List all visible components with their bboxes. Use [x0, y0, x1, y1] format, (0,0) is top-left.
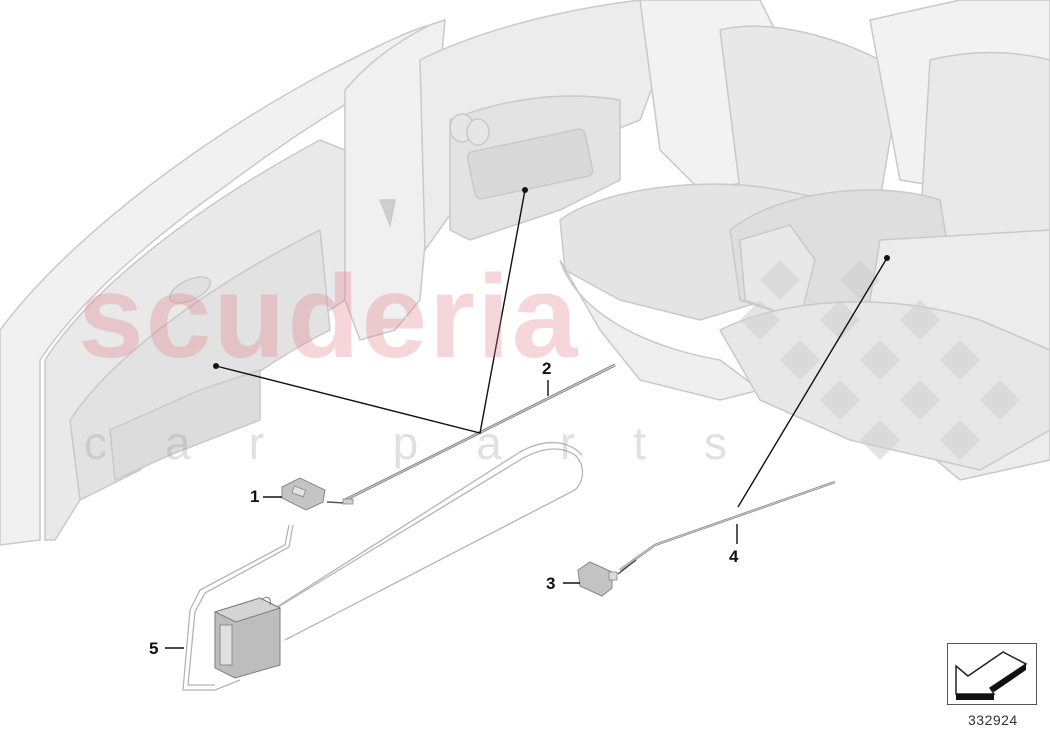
back-arrow-icon [955, 651, 1028, 700]
watermark-checker [740, 260, 1020, 460]
callout-4[interactable]: 4 [729, 547, 739, 566]
part-4-cable [619, 480, 836, 572]
callout-5[interactable]: 5 [149, 639, 159, 658]
watermark-subtitle: car parts [84, 417, 785, 469]
callout-1[interactable]: 1 [250, 487, 260, 506]
part-5-wire-harness [182, 441, 584, 691]
leader-dots [213, 187, 890, 369]
part-3-connector [577, 559, 637, 597]
callout-3[interactable]: 3 [546, 574, 556, 593]
watermark-brand: scuderia [78, 251, 580, 383]
diagram-number: 332924 [968, 712, 1018, 728]
part-1-connector [281, 477, 354, 511]
callout-2[interactable]: 2 [542, 359, 552, 378]
leader-lines [165, 189, 888, 649]
back-navigation-button[interactable] [947, 643, 1037, 705]
interior-background [0, 0, 1050, 546]
part-5-control-unit [213, 596, 282, 679]
